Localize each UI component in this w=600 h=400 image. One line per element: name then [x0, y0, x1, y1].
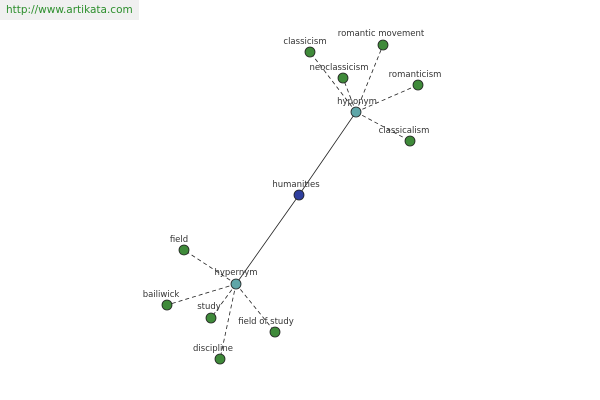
edge-hyponym-neoclassicism: [342, 77, 357, 113]
label-classicism: classicism: [283, 37, 326, 47]
edge-hypernym-study: [210, 283, 237, 319]
label-neoclassicism: neoclassicism: [309, 63, 368, 73]
label-hyponym: hyponym: [337, 97, 377, 107]
node-hyponym[interactable]: [350, 106, 362, 118]
label-discipline: discipline: [193, 344, 233, 354]
edge-hypernym-field-of-study: [235, 283, 276, 333]
label-field-of-study: field of study: [238, 317, 294, 327]
edge-hyponym-classicalism: [355, 111, 411, 142]
label-bailiwick: bailiwick: [143, 290, 180, 300]
edge-hyponym-romanticism: [355, 84, 419, 113]
edge-hyponym-romantic-movement: [355, 44, 384, 113]
label-classicalism: classicalism: [379, 126, 430, 136]
label-study: study: [197, 302, 221, 312]
node-neoclassicism[interactable]: [337, 72, 349, 84]
node-humanities[interactable]: [293, 189, 305, 201]
node-study[interactable]: [205, 312, 217, 324]
node-discipline[interactable]: [214, 353, 226, 365]
label-romanticism: romanticism: [389, 70, 442, 80]
node-romantic-movement[interactable]: [377, 39, 389, 51]
edge-hypernym-bailiwick: [166, 283, 237, 306]
edge-hypernym-discipline: [219, 283, 237, 360]
node-bailiwick[interactable]: [161, 299, 173, 311]
edge-humanities-hypernym: [235, 194, 300, 285]
edge-hypernym-field: [183, 249, 237, 285]
site-url-link[interactable]: http://www.artikata.com: [0, 0, 139, 20]
node-field-of-study[interactable]: [269, 326, 281, 338]
edge-humanities-hyponym: [298, 111, 357, 196]
node-classicalism[interactable]: [404, 135, 416, 147]
node-field[interactable]: [178, 244, 190, 256]
edge-hyponym-classicism: [309, 51, 357, 113]
node-romanticism[interactable]: [412, 79, 424, 91]
label-romantic-movement: romantic movement: [338, 29, 425, 39]
node-hypernym[interactable]: [230, 278, 242, 290]
label-hypernym: hypernym: [214, 268, 257, 278]
label-humanities: humanities: [272, 180, 320, 190]
node-classicism[interactable]: [304, 46, 316, 58]
label-field: field: [170, 235, 188, 245]
